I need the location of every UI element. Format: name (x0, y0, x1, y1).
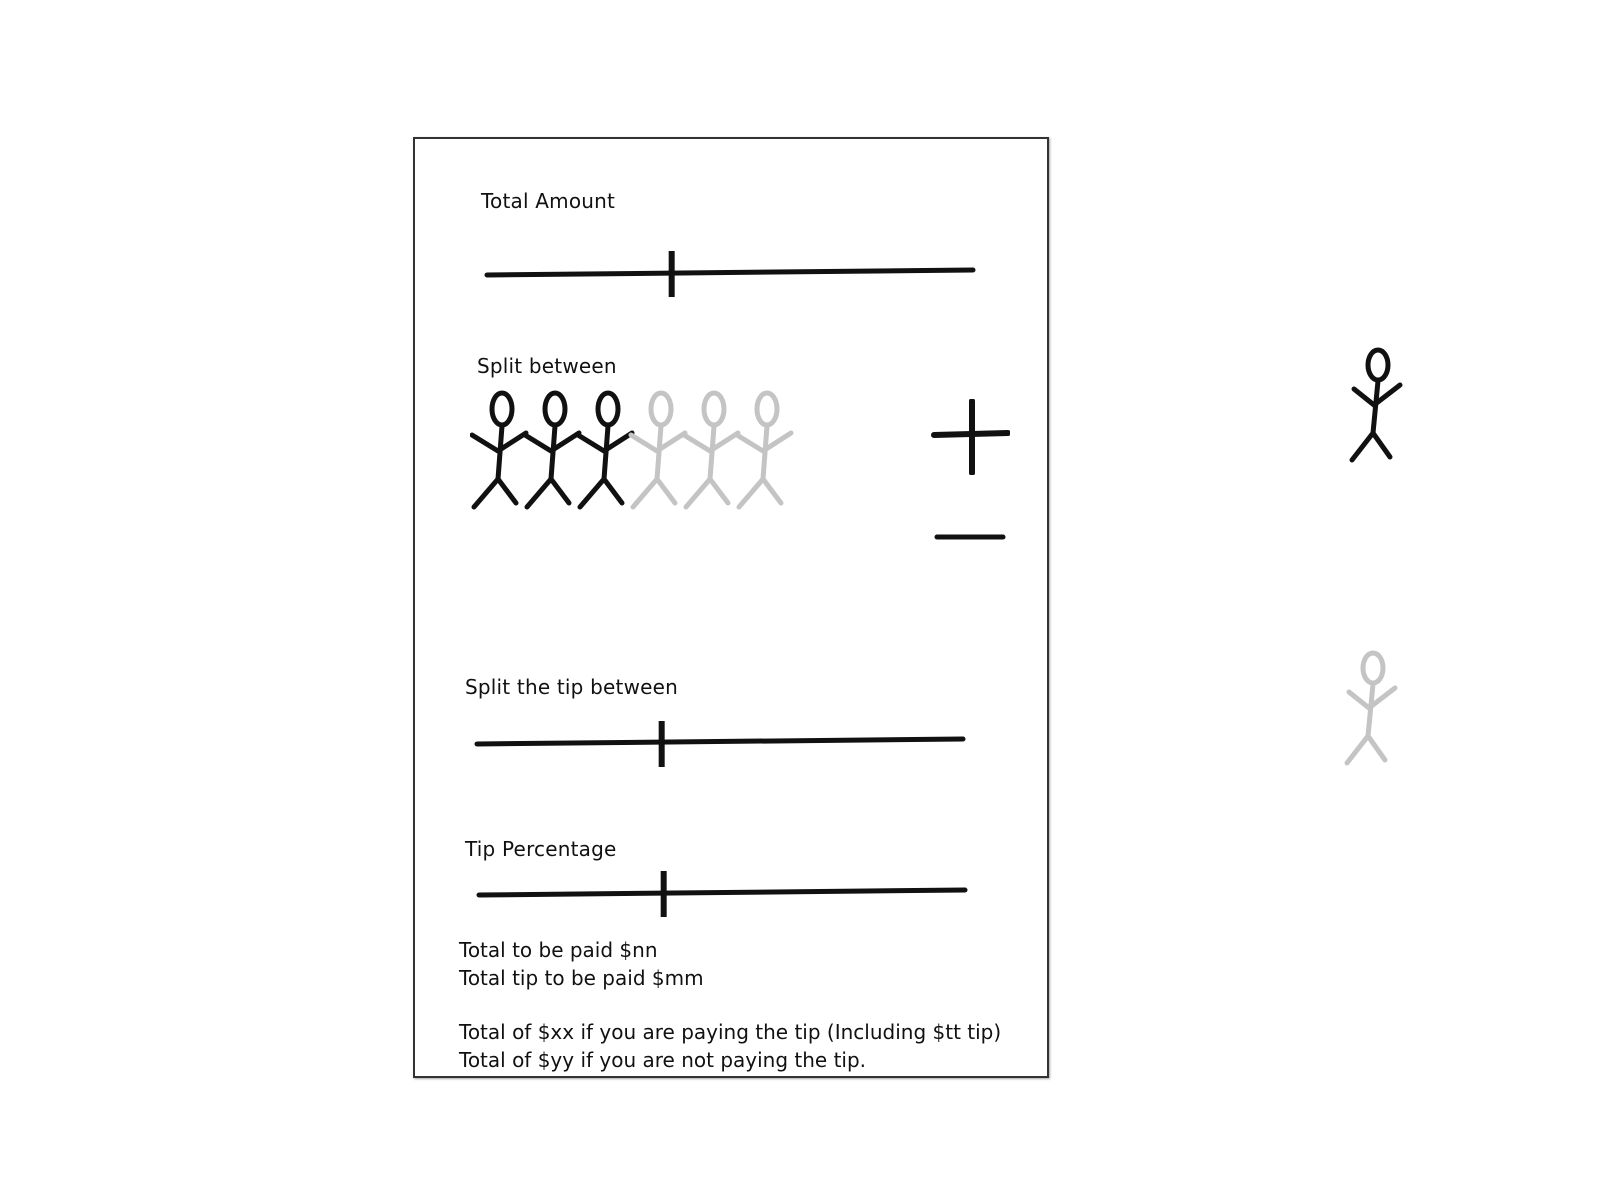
person-inactive-icon[interactable] (628, 390, 688, 510)
plus-icon[interactable] (930, 399, 1010, 475)
person-active-icon[interactable] (522, 390, 582, 510)
paying-tip-text: Total of $xx if you are paying the tip (… (459, 1020, 1002, 1044)
slider-track (484, 267, 976, 278)
person-active-icon (1349, 347, 1403, 463)
person-inactive-icon[interactable] (681, 390, 741, 510)
total-amount-slider[interactable] (484, 243, 976, 303)
total-amount-label: Total Amount (481, 189, 616, 213)
slider-track (476, 887, 968, 898)
person-active-icon[interactable] (575, 390, 635, 510)
results-summary: Total to be paid $nn Total tip to be pai… (459, 936, 1001, 1074)
split-between-label: Split between (477, 354, 617, 378)
people-selector[interactable] (470, 389, 810, 519)
spacer (459, 992, 1001, 1018)
person-active-icon[interactable] (470, 390, 529, 510)
tip-percentage-slider[interactable] (476, 863, 968, 923)
not-paying-tip-text: Total of $yy if you are not paying the t… (459, 1048, 867, 1072)
split-tip-label: Split the tip between (465, 675, 679, 699)
total-tip-text: Total tip to be paid $mm (459, 966, 704, 990)
slider-track (474, 736, 966, 747)
person-inactive-icon[interactable] (734, 390, 794, 510)
person-inactive-icon (1344, 650, 1398, 766)
tip-calculator-panel: Total Amount Split between Split the tip… (413, 137, 1049, 1078)
tip-percentage-label: Tip Percentage (465, 837, 617, 861)
minus-icon[interactable] (933, 527, 1007, 547)
total-to-pay-text: Total to be paid $nn (459, 938, 658, 962)
split-tip-slider[interactable] (474, 713, 966, 773)
